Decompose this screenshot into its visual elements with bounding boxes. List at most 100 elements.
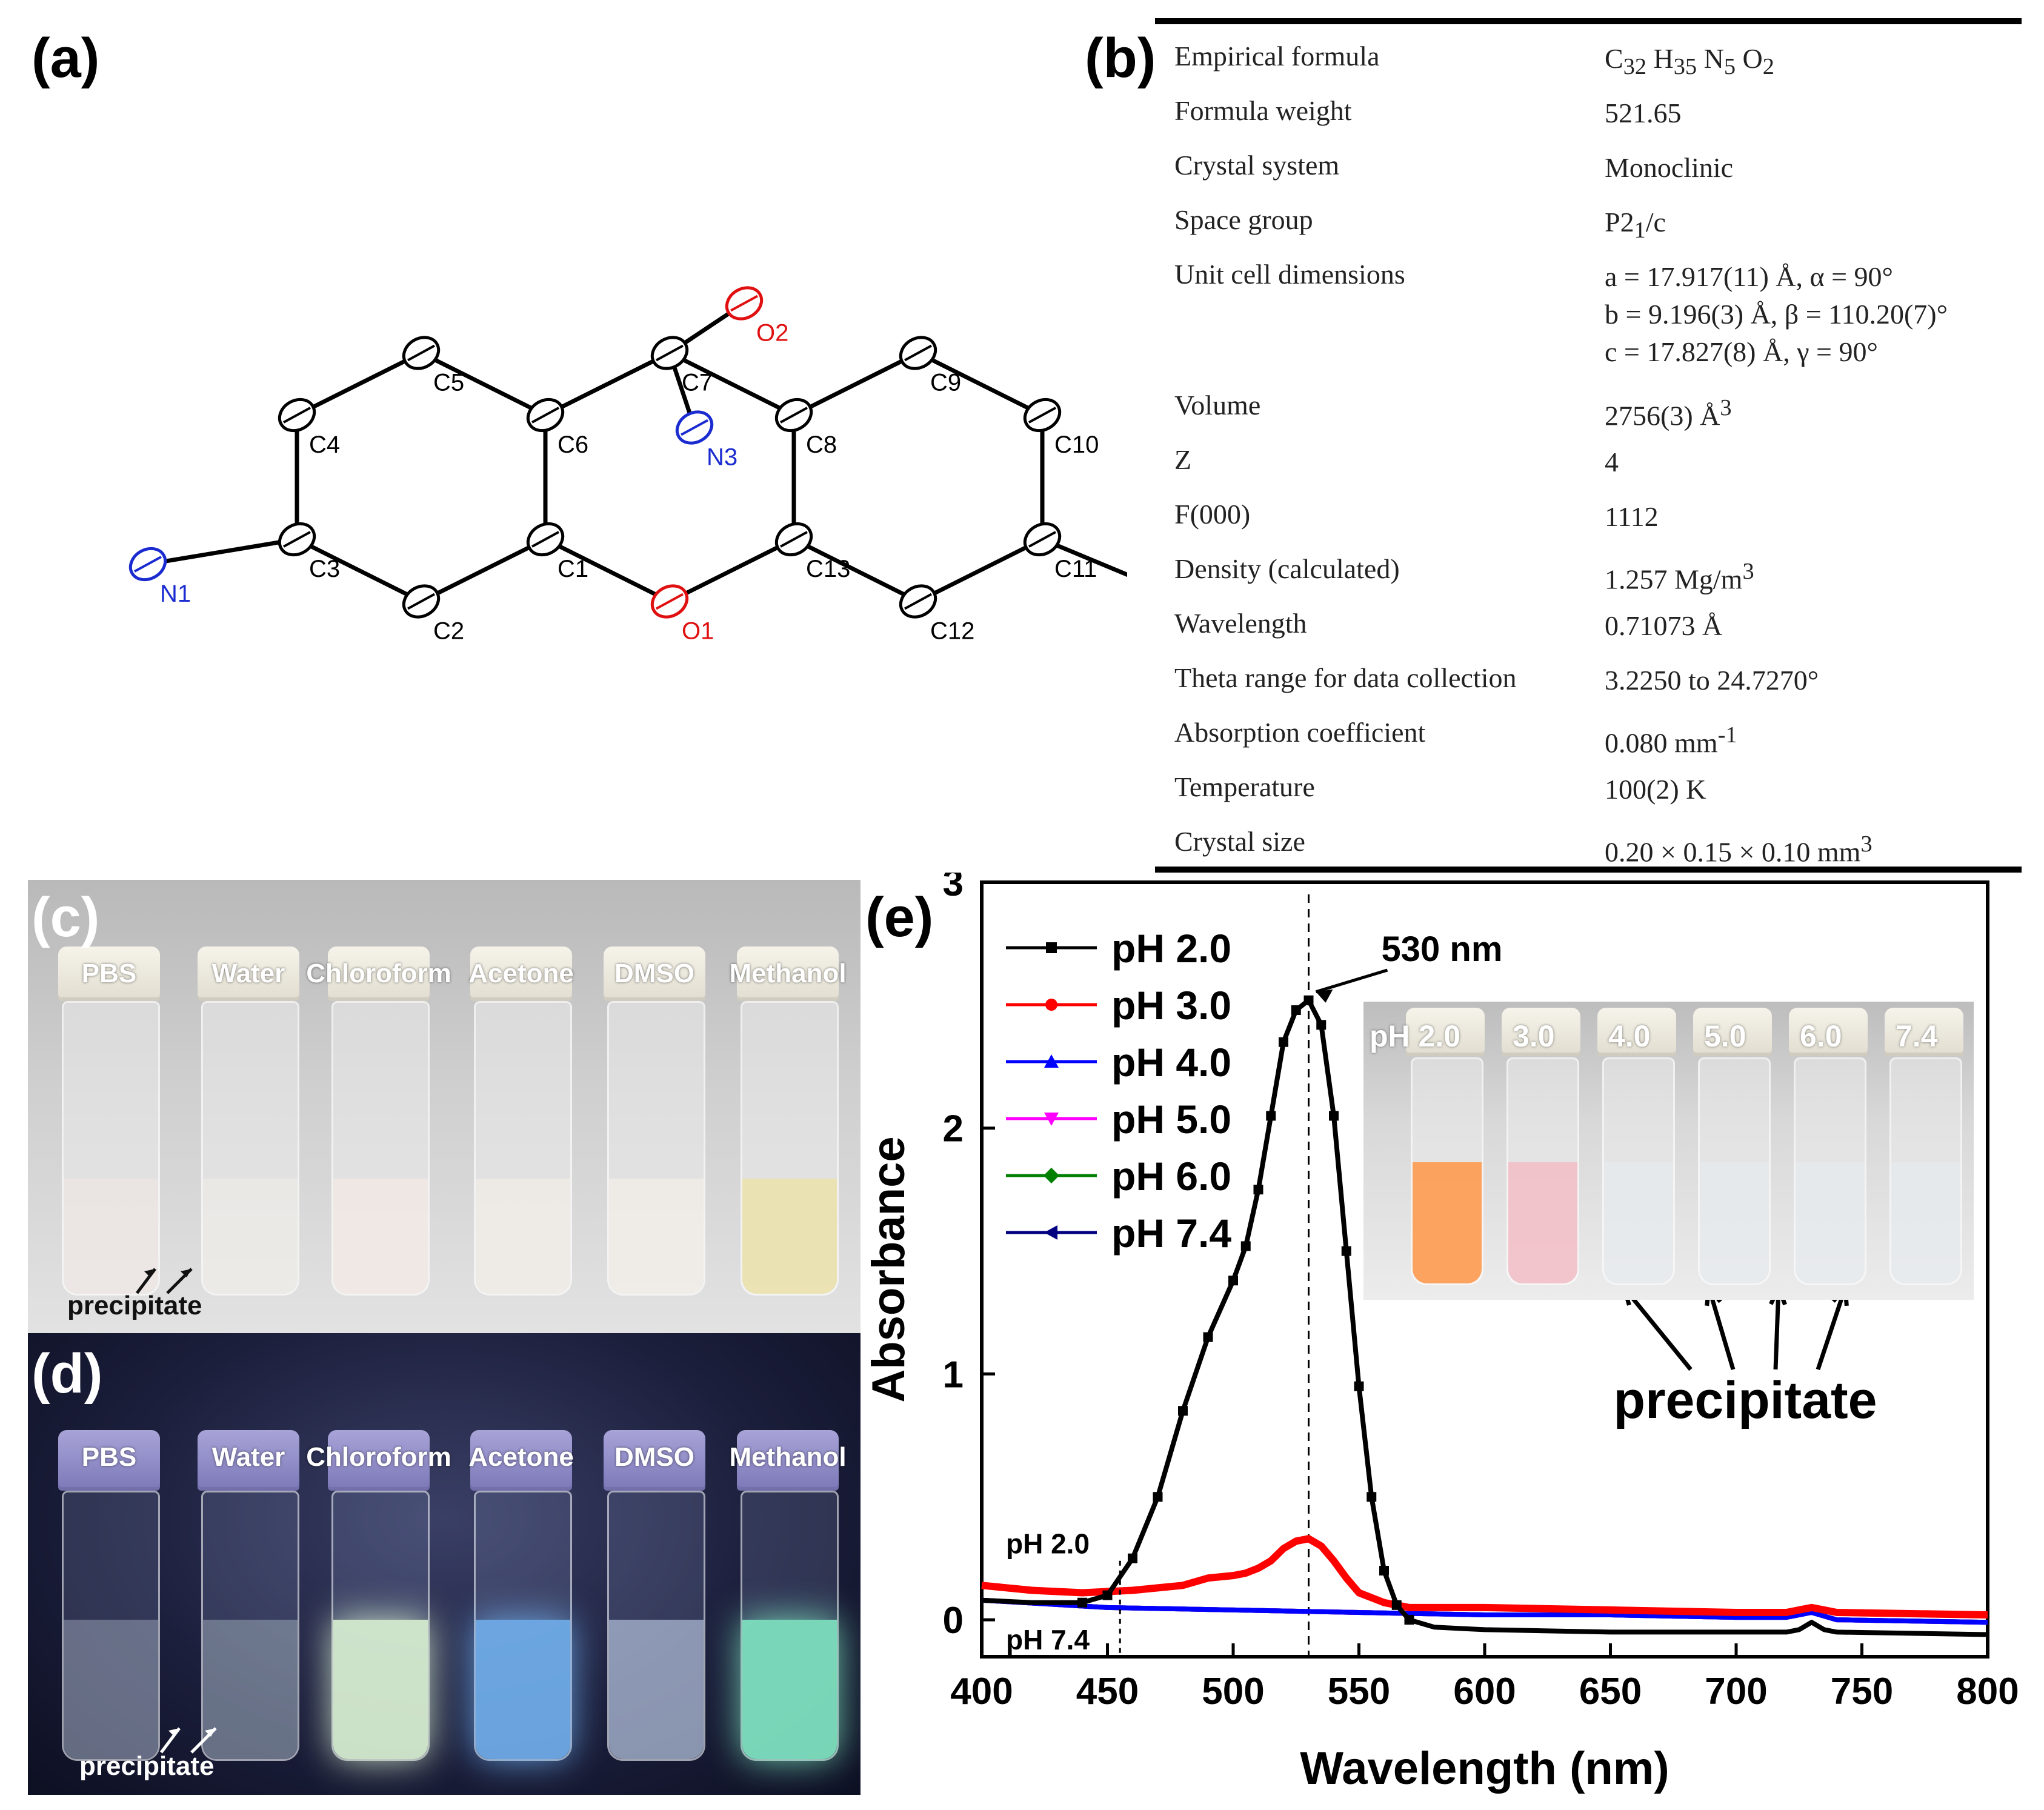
precipitate-arrows (160, 1727, 217, 1754)
legend-entry: pH 5.0 (1006, 1097, 1231, 1142)
bond (793, 351, 919, 418)
inset-vial-liquid (1508, 1162, 1577, 1283)
legend-marker (1044, 1168, 1059, 1183)
vial-cap (737, 1430, 839, 1491)
atom-hatch (681, 419, 708, 436)
vial-liquid (333, 1620, 428, 1759)
legend-entry: pH 3.0 (1006, 983, 1231, 1028)
annotation-ph-7: pH 7.4 (1006, 1624, 1090, 1655)
vial-cap (470, 1430, 572, 1491)
precipitate-arrow (1773, 1287, 1781, 1370)
legend-entry: pH 4.0 (1006, 1040, 1231, 1085)
inset-vial-body (1411, 1057, 1483, 1285)
atom-c6: C6 (526, 398, 588, 458)
density-value: 1.257 Mg/m3 (1605, 559, 1754, 595)
bond (296, 351, 422, 418)
y-tick-label: 3 (943, 873, 964, 904)
vial-label: Acetone (468, 959, 574, 988)
legend-entry: pH 7.4 (1006, 1211, 1231, 1256)
inset-vial-cap (1789, 1008, 1868, 1056)
arrow-head (144, 1269, 155, 1277)
x-tick-label: 750 (1831, 1671, 1893, 1712)
vial-label: Acetone (468, 1442, 574, 1472)
arrow-head (181, 1269, 191, 1277)
atom-label: C13 (806, 556, 850, 582)
precipitate-arrow (1622, 1286, 1693, 1371)
vial-label: Chloroform (306, 959, 451, 988)
data-point (1077, 1597, 1087, 1608)
vial-body (474, 1491, 572, 1761)
data-point (1329, 1111, 1339, 1121)
inset-vial-body (1889, 1057, 1962, 1285)
atom-label: C7 (682, 370, 713, 396)
y-tick-label: 0 (943, 1600, 964, 1642)
x-tick-label: 600 (1453, 1671, 1516, 1712)
atom-c8: C8 (774, 398, 837, 458)
peak-arrow-head (1316, 989, 1333, 1003)
vial-body (741, 1001, 839, 1296)
vial-label: PBS (81, 959, 137, 988)
atom-hatch (780, 407, 808, 424)
vial-body (474, 1001, 572, 1296)
vial-liquid (203, 1179, 298, 1294)
atom-hatch (904, 593, 932, 610)
bond (420, 537, 547, 604)
legend-label: pH 6.0 (1111, 1154, 1231, 1199)
peak-arrow (1315, 968, 1388, 994)
arrow-head (168, 1728, 179, 1737)
atom-label: C9 (930, 370, 961, 396)
atom-label: C1 (558, 556, 588, 582)
precipitate-label-e: precipitate (1614, 1371, 1877, 1429)
vial-cap (328, 1430, 430, 1491)
molecular-structure: C1C2C3C4C5C6C7C8C9C10C11C12C13O1N1N2N3O2 (128, 286, 1127, 645)
inset-vial-cap (1597, 1008, 1676, 1056)
vial-label: DMSO (614, 1442, 694, 1472)
vial-liquid (742, 1179, 837, 1294)
bond (668, 537, 795, 604)
vial-label: Chloroform (306, 1442, 451, 1472)
absorption-value: 0.080 mm-1 (1605, 722, 1737, 759)
data-point (1391, 1600, 1402, 1610)
precipitate-arrow (1706, 1287, 1736, 1370)
inset-vial-body (1506, 1057, 1579, 1285)
inset-vial-liquid (1700, 1162, 1769, 1283)
x-axis-label: Wavelength (nm) (1300, 1743, 1669, 1794)
atom-c13: C13 (774, 522, 850, 582)
precipitate-arrow (1816, 1286, 1848, 1371)
atom-c4: C4 (278, 398, 340, 458)
data-point (1153, 1492, 1163, 1502)
data-point (1379, 1566, 1389, 1575)
vial-body (331, 1001, 430, 1296)
atom-c5: C5 (402, 336, 464, 396)
legend-label: pH 5.0 (1111, 1097, 1231, 1142)
table-top-rule (1155, 18, 2022, 24)
bond (668, 351, 795, 418)
inset-ph-label: pH 2.0 (1370, 1019, 1461, 1053)
x-tick-label: 650 (1579, 1671, 1642, 1712)
panel-b-label: (b) (1085, 27, 1156, 89)
formula-value: C32 H35 N5 O2 (1605, 43, 1774, 80)
atom-hatch (904, 344, 932, 362)
vial-body (62, 1001, 160, 1296)
vial-liquid (609, 1179, 704, 1294)
legend-marker (1044, 1113, 1059, 1126)
atom-hatch (283, 407, 311, 424)
x-tick-label: 800 (1956, 1671, 2019, 1712)
legend-label: pH 2.0 (1111, 926, 1231, 971)
atom-label: C2 (433, 618, 464, 645)
vial-liquid (476, 1179, 570, 1294)
inset-vial-cap (1693, 1008, 1772, 1056)
vial-label: DMSO (614, 959, 694, 988)
bond (544, 537, 671, 604)
atom-c2: C2 (402, 584, 464, 645)
vial-label: Water (211, 959, 285, 988)
atom-hatch (656, 593, 684, 610)
y-tick-label: 2 (943, 1108, 964, 1150)
data-point (1367, 1492, 1377, 1502)
inset-ph-label: 7.4 (1896, 1019, 1938, 1053)
table-bottom-rule (1155, 867, 2022, 873)
atom-hatch (407, 593, 435, 610)
inset-vial-liquid (1604, 1162, 1673, 1283)
atom-c9: C9 (899, 336, 961, 396)
